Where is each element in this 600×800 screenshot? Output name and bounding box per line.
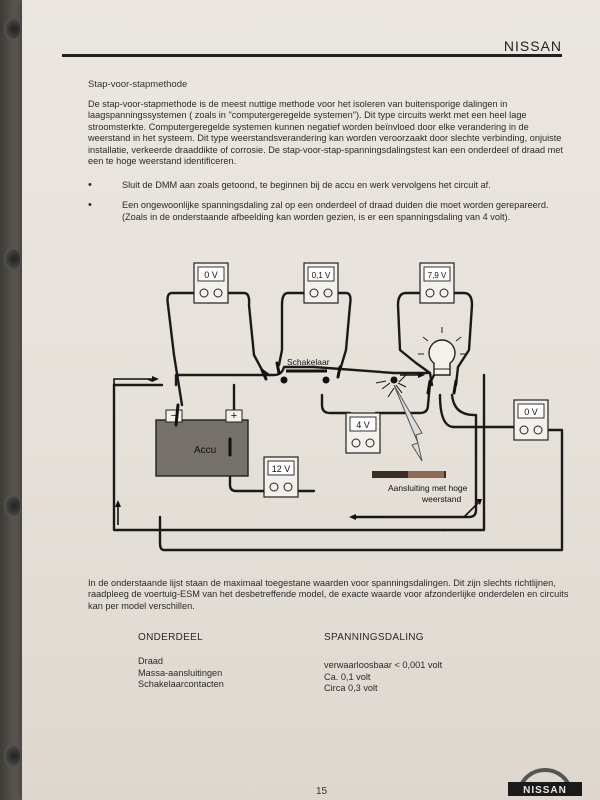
binder-hole <box>4 495 20 517</box>
svg-text:7,9 V: 7,9 V <box>428 271 447 280</box>
meter-0v: 0 V <box>193 262 229 304</box>
binder-hole <box>4 745 20 767</box>
tolerance-paragraph: In de onderstaande lijst staan de maxima… <box>88 578 569 611</box>
svg-text:NISSAN: NISSAN <box>523 785 567 796</box>
binder-hole <box>4 248 20 270</box>
page-number: 15 <box>316 786 328 797</box>
parts-column: Draad Massa-aansluitingen Schakelaarcont… <box>138 656 224 691</box>
svg-text:0 V: 0 V <box>204 270 218 280</box>
svg-text:12 V: 12 V <box>272 464 291 474</box>
column-header-voltage-drop: SPANNINGSDALING <box>324 632 424 643</box>
lamp-icon <box>418 327 466 376</box>
header-rule <box>62 54 562 57</box>
svg-text:0,1 V: 0,1 V <box>312 271 331 280</box>
brand-header: NISSAN <box>503 38 562 54</box>
list-item: Sluit de DMM aan zoals getoond, te begin… <box>88 180 558 192</box>
table-cell: Schakelaarcontacten <box>138 679 224 690</box>
svg-text:weerstand: weerstand <box>421 494 461 504</box>
intro-paragraph: De stap-voor-stapmethode is de meest nut… <box>88 99 563 167</box>
svg-text:0 V: 0 V <box>524 407 538 417</box>
table-cell: Ca. 0,1 volt <box>324 671 371 682</box>
table-cell: Draad <box>138 656 164 666</box>
list-item: Een ongewoonlijke spanningsdaling zal op… <box>88 200 558 223</box>
document-page: NISSAN Stap-voor-stapmethode De stap-voo… <box>22 0 600 800</box>
table-cell: Circa 0,3 volt <box>324 683 378 694</box>
drops-column: verwaarloosbaar < 0,001 volt Ca. 0,1 vol… <box>324 660 442 695</box>
section-title: Stap-voor-stapmethode <box>88 79 188 90</box>
table-cell: verwaarloosbaar < 0,001 volt <box>324 660 443 670</box>
meter-0v-lamp: 0 V <box>513 399 549 441</box>
column-header-part: ONDERDEEL <box>138 632 203 643</box>
meter-7-9v: 7,9 V <box>419 262 455 304</box>
table-cell: Massa-aansluitingen <box>138 667 223 678</box>
svg-text:4 V: 4 V <box>356 420 370 430</box>
meter-0-1v: 0,1 V <box>303 262 339 304</box>
svg-text:Schakelaar: Schakelaar <box>287 357 330 367</box>
svg-text:Aansluiting met hoge: Aansluiting met hoge <box>388 483 468 493</box>
binder-hole <box>4 18 20 40</box>
voltage-drop-diagram: 0 V 0,1 V 7,9 V 4 V 12 V <box>112 262 564 552</box>
svg-text:Accu: Accu <box>194 445 216 456</box>
switch: Schakelaar <box>280 357 330 384</box>
nissan-logo: NISSAN <box>508 768 582 796</box>
bullet-list: Sluit de DMM aan zoals getoond, te begin… <box>88 180 558 232</box>
svg-text:+: + <box>231 410 237 422</box>
battery: − + Accu <box>155 409 249 477</box>
meter-4v: 4 V <box>345 412 381 454</box>
meter-12v: 12 V <box>263 456 299 498</box>
high-resistance-connection: Aansluiting met hoge weerstand <box>372 374 468 504</box>
svg-text:−: − <box>171 410 177 422</box>
